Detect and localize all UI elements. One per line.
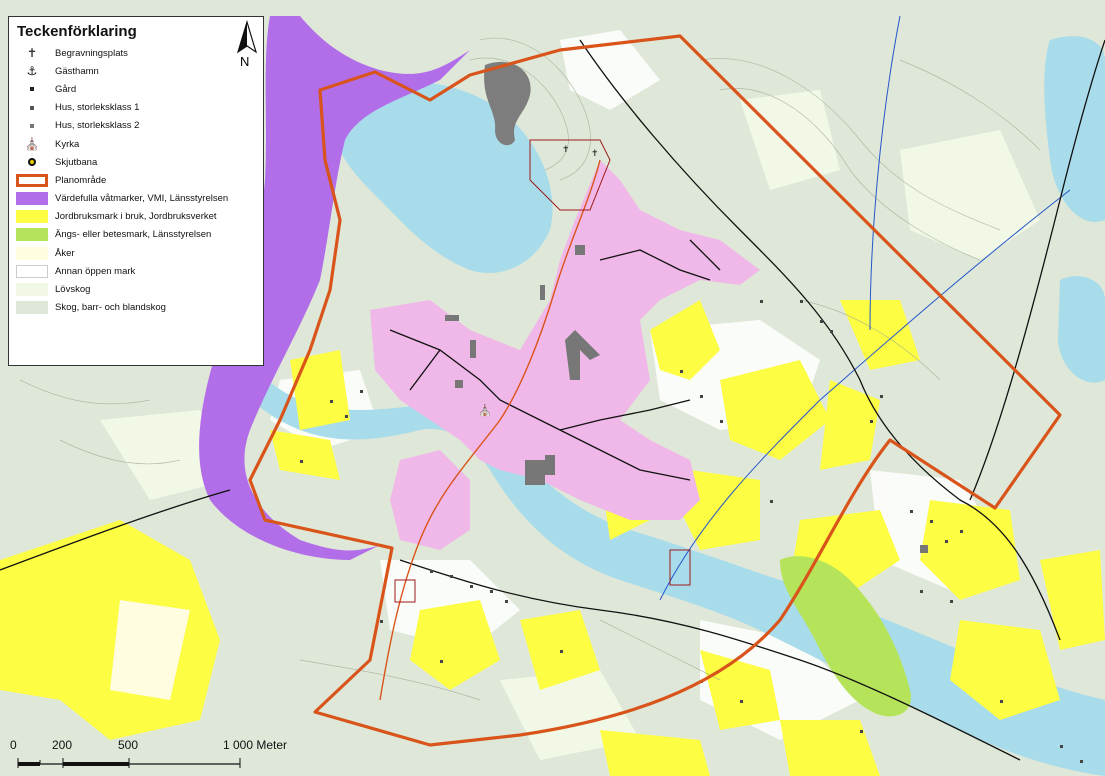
mixed-forest-swatch <box>15 301 49 315</box>
legend-item: Hus, storleksklass 2 <box>15 117 257 135</box>
legend-item-label: Annan öppen mark <box>55 265 136 277</box>
legend-item: ⛪ Kyrka <box>15 135 257 153</box>
legend-item: Värdefulla våtmarker, VMI, Länsstyrelsen <box>15 190 257 208</box>
harbor-anchor-icon: ⚓ <box>26 64 38 79</box>
legend-item-label: Gård <box>55 83 77 95</box>
scale-tick-200: 200 <box>52 738 73 752</box>
north-label: N <box>240 54 250 69</box>
wetland-areas <box>199 16 470 560</box>
legend-item: Annan öppen mark <box>15 262 257 280</box>
map-legend: Teckenförklaring ✝ Begravningsplats ⚓ Gästh… <box>8 16 264 366</box>
legend-item: ✝ Begravningsplats <box>15 44 257 62</box>
quarry-area <box>484 61 531 146</box>
north-arrow: N <box>234 19 260 72</box>
church-icon: ⛪ <box>24 137 40 152</box>
cemetery-symbol-icon-2: ✝ <box>591 149 599 159</box>
legend-item-label: Gästhamn <box>55 65 99 77</box>
contour-lines <box>19 37 1041 701</box>
legend-item: Skjutbana <box>15 153 257 171</box>
scale-bar-graphic <box>17 758 241 768</box>
farm-icon <box>15 82 49 96</box>
legend-item: Åker <box>15 244 257 262</box>
legend-item-label: Åker <box>55 247 75 259</box>
meadow-swatch <box>15 228 49 242</box>
scale-bar: 0 200 500 1 000 Meter <box>8 736 328 772</box>
house-dots <box>300 300 1083 763</box>
legend-item-label: Ängs- eller betesmark, Länsstyrelsen <box>55 229 212 241</box>
legend-item: Hus, storleksklass 1 <box>15 99 257 117</box>
east-lake <box>1044 36 1105 222</box>
legend-item: Ängs- eller betesmark, Länsstyrelsen <box>15 226 257 244</box>
legend-title: Teckenförklaring <box>17 23 137 40</box>
scale-tick-1000: 1 000 Meter <box>223 738 288 752</box>
north-arrow-icon <box>236 19 258 54</box>
roads <box>0 39 1105 761</box>
cemetery-symbol-icon: ✝ <box>562 145 570 155</box>
legend-item: Planområde <box>15 171 257 189</box>
house-size2-icon <box>15 119 49 133</box>
legend-item: Lövskog <box>15 280 257 298</box>
main-road <box>379 159 601 701</box>
house-size1-icon <box>15 101 49 115</box>
field-swatch <box>15 246 49 260</box>
legend-item-label: Planområde <box>55 174 107 186</box>
church-symbol-icon: ⛪ <box>478 403 492 417</box>
scale-tick-500: 500 <box>118 738 139 752</box>
legend-item-label: Begravningsplats <box>55 47 128 59</box>
legend-item: ⚓ Gästhamn <box>15 62 257 80</box>
farmland-swatch <box>15 210 49 224</box>
railways <box>659 15 1071 601</box>
legend-item-label: Hus, storleksklass 1 <box>55 102 140 114</box>
legend-item: Gård <box>15 80 257 98</box>
legend-item-label: Skjutbana <box>55 156 98 168</box>
buildings <box>445 245 928 553</box>
legend-item-label: Hus, storleksklass 2 <box>55 120 140 132</box>
legend-item: Jordbruksmark i bruk, Jordbruksverket <box>15 208 257 226</box>
legend-item-label: Kyrka <box>55 138 80 150</box>
legend-item-label: Skog, barr- och blandskog <box>55 302 166 314</box>
small-parcels <box>394 139 691 603</box>
legend-item-label: Värdefulla våtmarker, VMI, Länsstyrelsen <box>55 193 229 205</box>
cemetery-icon: ✝ <box>26 46 38 61</box>
legend-item-label: Jordbruksmark i bruk, Jordbruksverket <box>55 211 217 223</box>
scale-tick-0: 0 <box>10 738 17 752</box>
plan-area-outline <box>248 34 1062 747</box>
open-land-swatch <box>15 264 49 278</box>
meadow-area <box>780 556 911 717</box>
legend-item-label: Lövskog <box>55 284 91 296</box>
shooting-range-icon <box>15 155 49 169</box>
plan-area-outline-icon <box>15 173 49 187</box>
wetland-swatch <box>15 192 49 206</box>
deciduous-forest-swatch <box>15 283 49 297</box>
legend-item: Skog, barr- och blandskog <box>15 299 257 317</box>
